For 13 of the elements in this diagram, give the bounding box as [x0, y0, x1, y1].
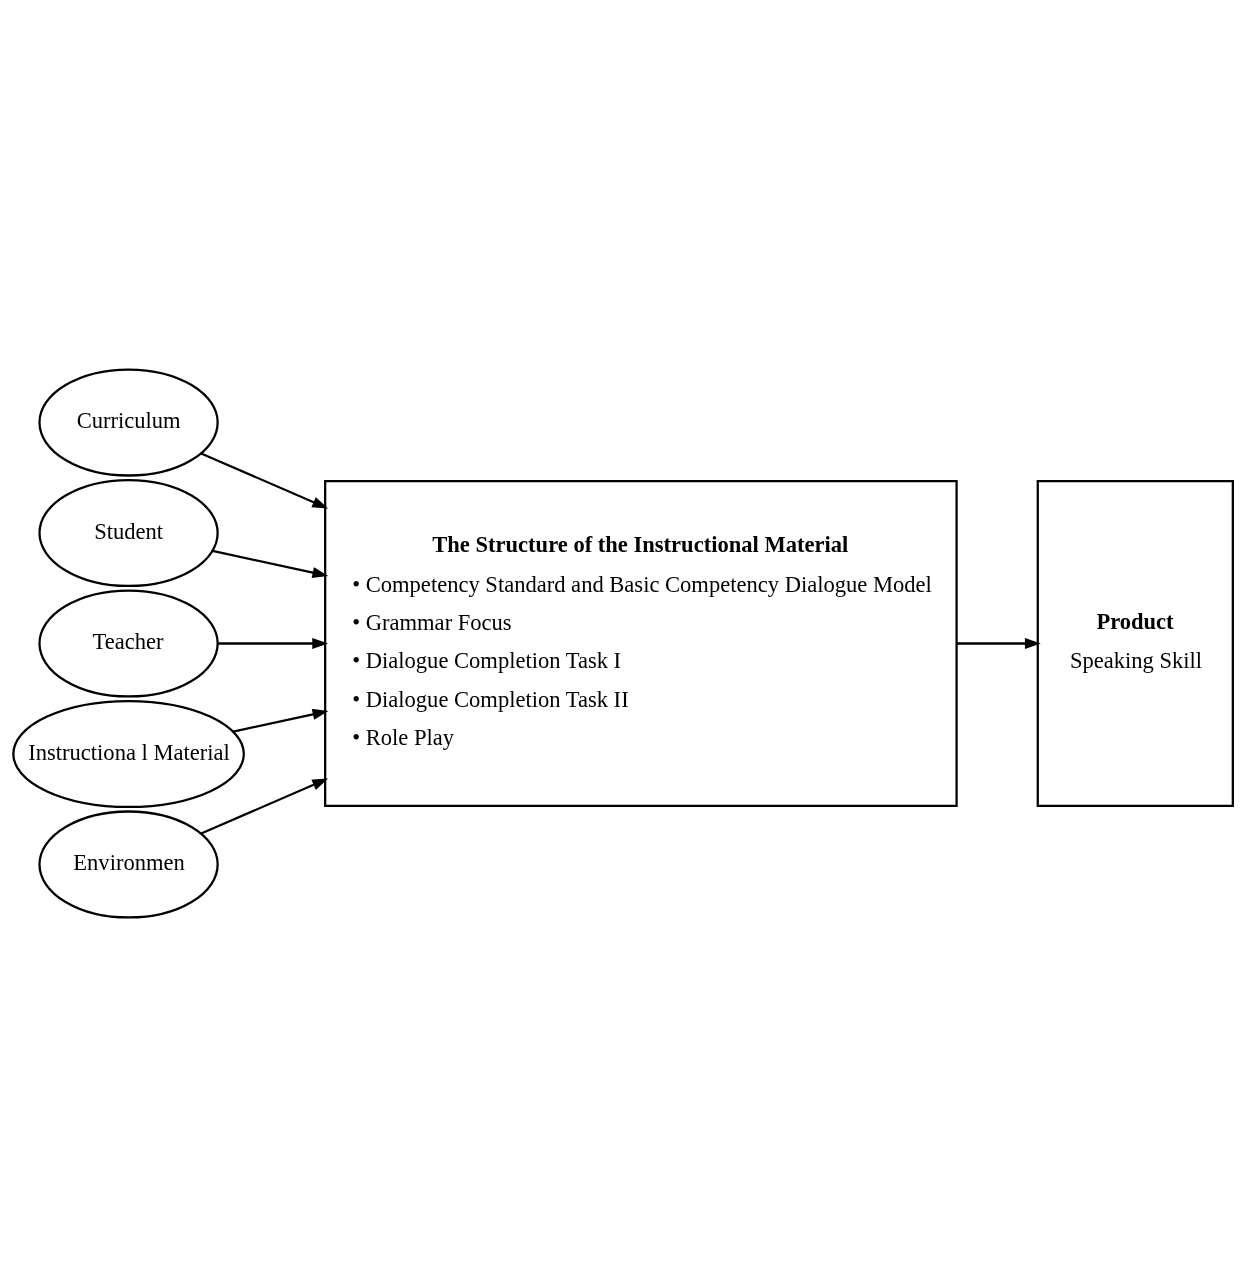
- node-box: Product Speaking Skill: [1036, 480, 1234, 807]
- arrow: [217, 637, 329, 650]
- arrow: [200, 452, 329, 509]
- arrow: [233, 708, 329, 733]
- node-box: The Structure of the Instructional Material • Competency Standard and Basic Competency Dialogue Model • Grammar Focus • Dialogue Completion Task I • Dialogue Completion Task II • Role Play: [324, 480, 958, 807]
- node-ellipse: Instructiona l Material: [12, 699, 245, 809]
- arrow: [956, 637, 1041, 650]
- node-ellipse: Curriculum: [38, 368, 219, 477]
- node-ellipse: Environmen: [38, 810, 219, 919]
- arrow: [212, 549, 329, 579]
- node-ellipse: Teacher: [38, 589, 219, 698]
- arrow: [200, 778, 329, 835]
- node-ellipse: Student: [38, 478, 219, 588]
